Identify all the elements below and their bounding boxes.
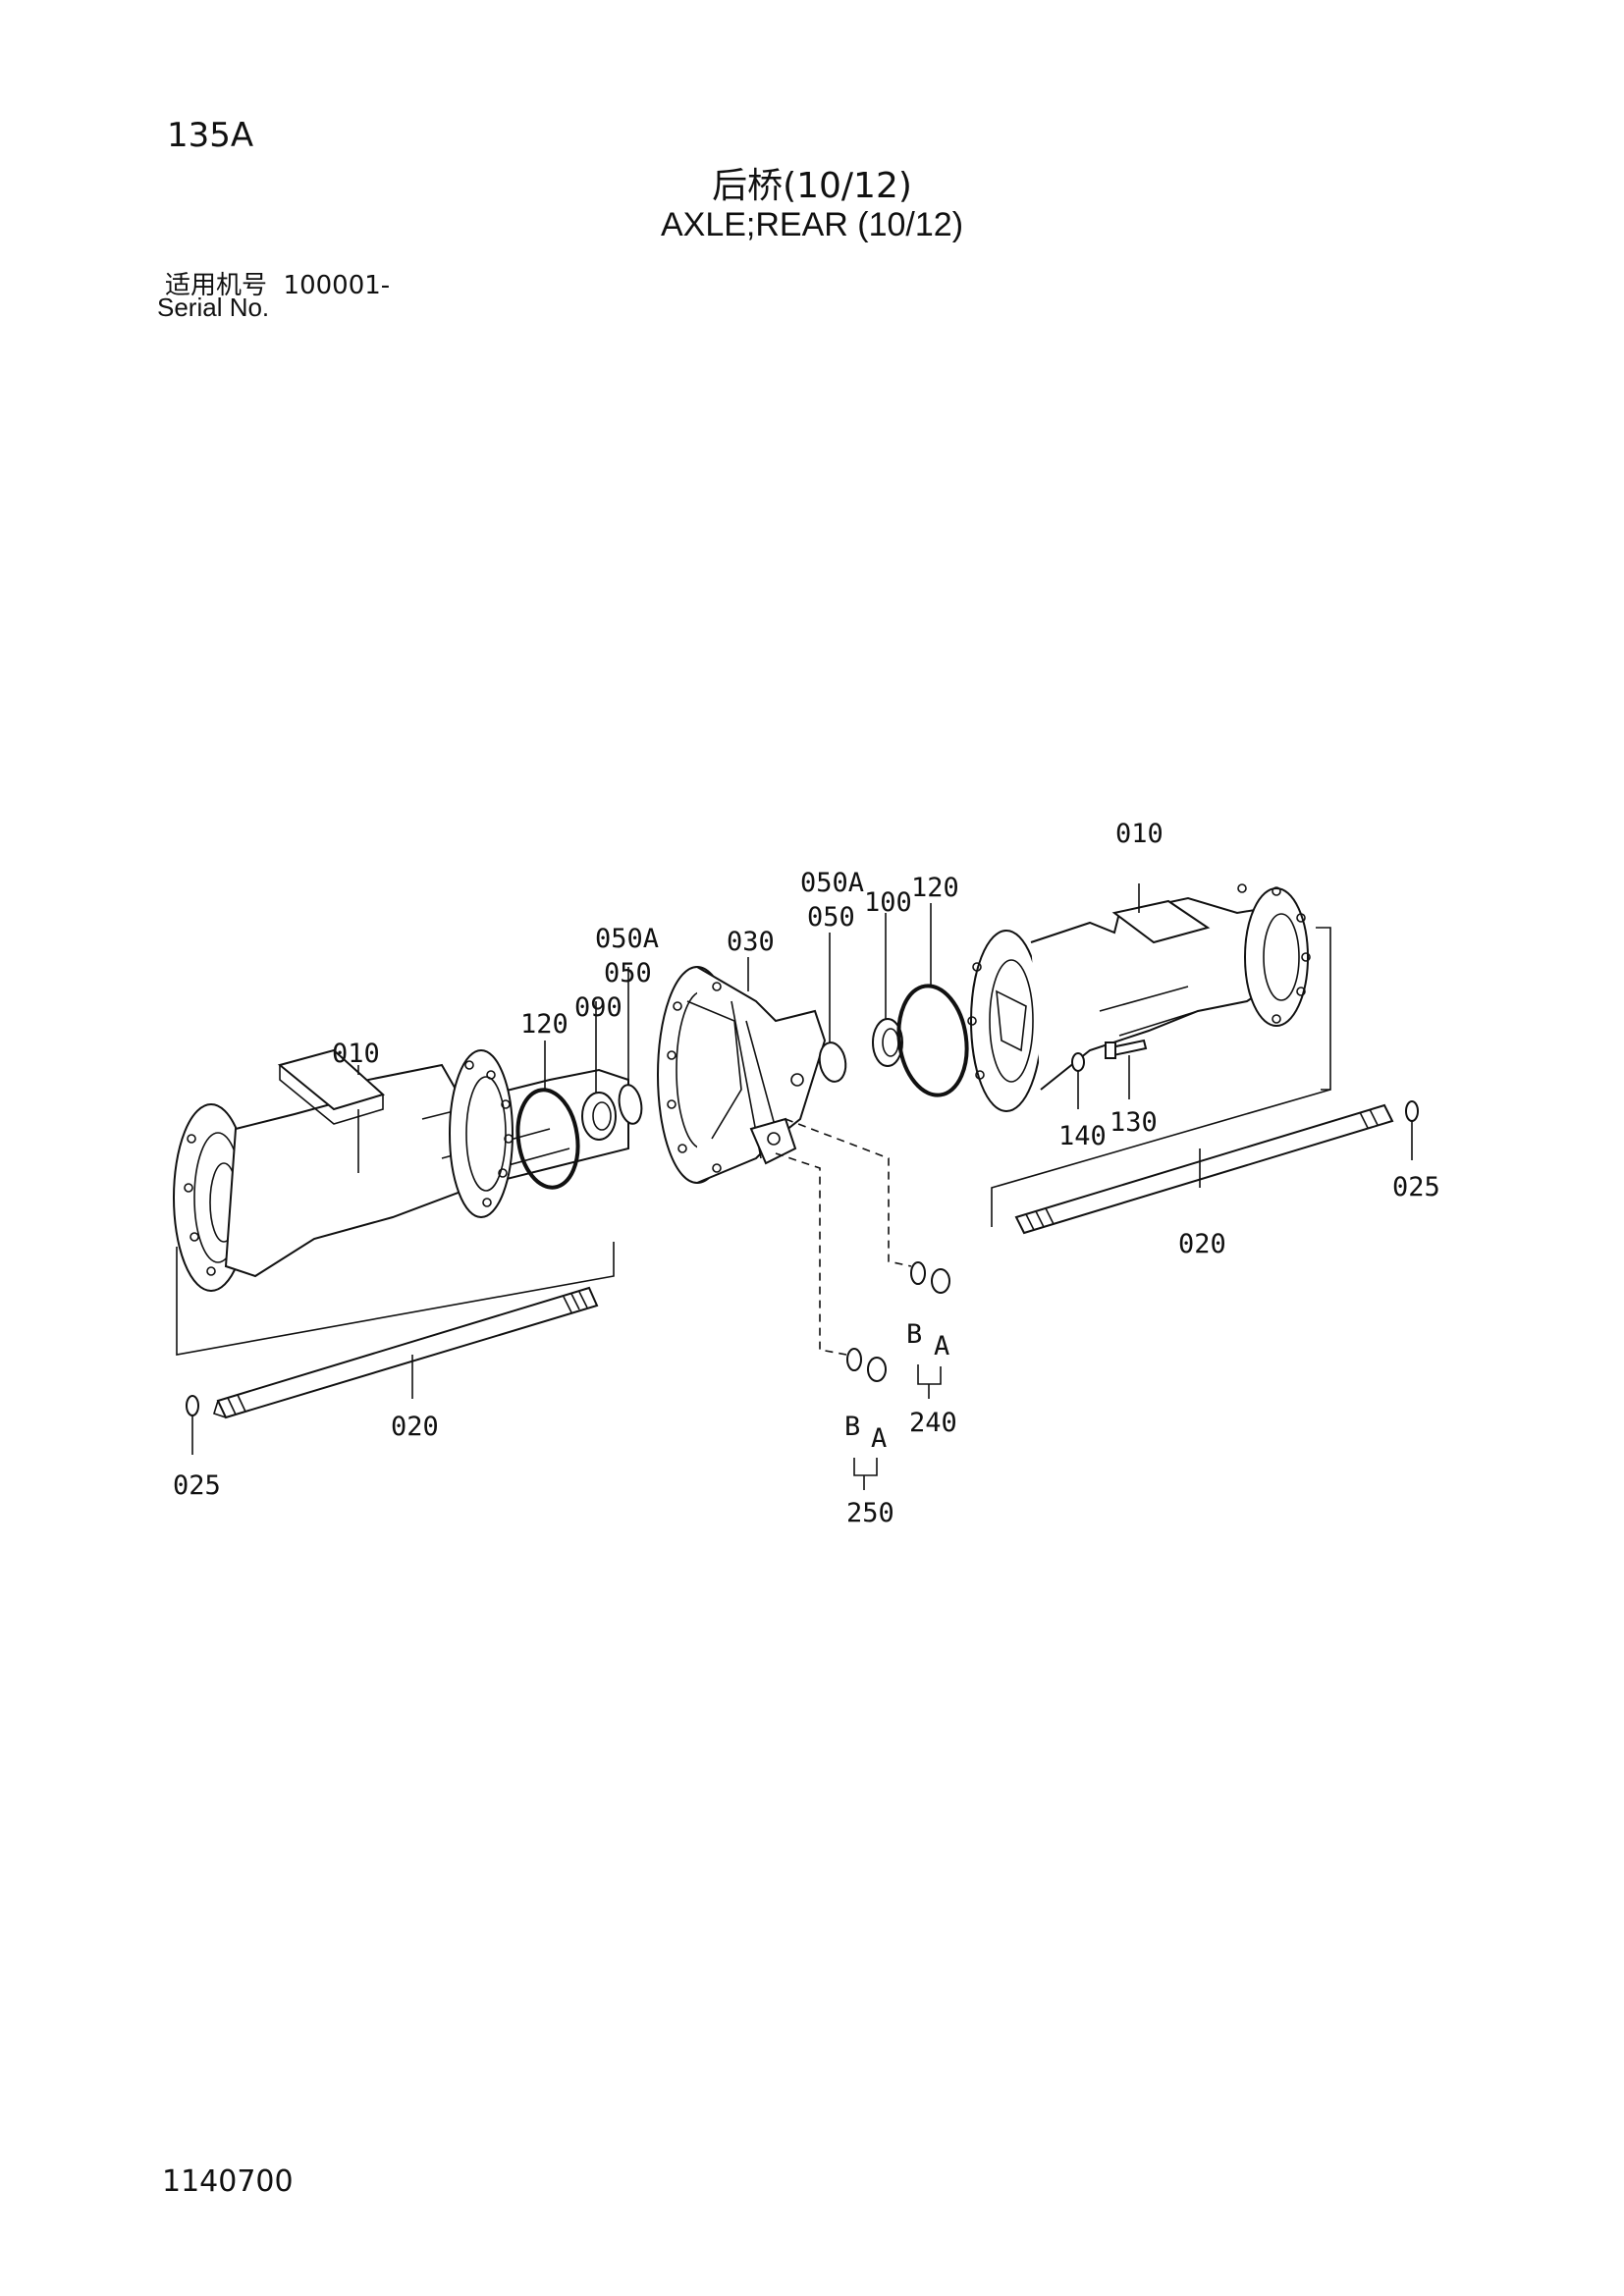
label-sub-a-240: A xyxy=(934,1331,949,1362)
leader-lines xyxy=(357,903,1201,1399)
label-right-oring: 120 xyxy=(911,873,959,903)
label-plug-240: 240 xyxy=(909,1408,957,1438)
label-pin: 140 xyxy=(1058,1121,1107,1151)
serial-label-chinese: 适用机号 xyxy=(165,271,268,300)
right-o-ring xyxy=(896,984,969,1097)
plug-240-a xyxy=(931,1268,950,1294)
right-bearing xyxy=(818,1041,847,1083)
label-seal-100: 100 xyxy=(864,887,912,918)
label-right-housing: 010 xyxy=(1115,819,1164,849)
label-bolt: 130 xyxy=(1110,1107,1158,1138)
label-right-washer: 025 xyxy=(1392,1172,1440,1202)
serial-value: 100001- xyxy=(283,271,391,300)
label-left-shaft: 020 xyxy=(391,1412,439,1442)
label-left-housing: 010 xyxy=(332,1039,380,1069)
label-left-washer: 025 xyxy=(173,1470,221,1501)
o-ring-240-b xyxy=(910,1261,926,1285)
serial-label-english: Serial No. xyxy=(157,293,270,322)
left-axle-housing xyxy=(173,1048,629,1356)
o-ring-250-b xyxy=(846,1348,862,1371)
left-axle-shaft xyxy=(213,1286,599,1419)
label-diff-case: 030 xyxy=(727,927,775,957)
pin-140 xyxy=(1071,1052,1085,1072)
title-english: AXLE;REAR (10/12) xyxy=(660,206,964,243)
label-sub-b-240: B xyxy=(906,1319,922,1350)
label-left-bearing: 050 xyxy=(604,958,652,988)
flange-bolt-holes xyxy=(184,1060,514,1276)
label-left-bearing-a: 050A xyxy=(595,924,659,954)
oil-seal-090 xyxy=(581,1092,617,1141)
label-left-oring: 120 xyxy=(520,1009,568,1040)
left-washer xyxy=(186,1395,199,1416)
label-sub-b-250: B xyxy=(844,1412,860,1442)
label-seal-090: 090 xyxy=(574,992,623,1023)
left-bearing xyxy=(618,1084,643,1125)
differential-case xyxy=(657,966,827,1184)
label-plug-250: 250 xyxy=(846,1498,894,1528)
label-right-bearing: 050 xyxy=(807,902,855,933)
left-o-ring xyxy=(515,1088,580,1190)
right-axle-shaft xyxy=(1014,1103,1394,1235)
page-code: 135A xyxy=(167,116,254,155)
serial-line-chinese: 适用机号 100001- xyxy=(165,265,390,301)
callout-labels: 010 020 025 120 090 050A 050 030 050A 05… xyxy=(173,819,1440,1528)
label-right-shaft: 020 xyxy=(1178,1229,1226,1259)
right-washer xyxy=(1405,1100,1419,1122)
label-sub-a-250: A xyxy=(871,1423,887,1454)
bolt-130 xyxy=(1105,1039,1148,1059)
document-number: 1140700 xyxy=(162,2164,294,2199)
title-chinese: 后桥(10/12) xyxy=(712,166,912,206)
plug-250-a xyxy=(867,1357,887,1382)
oil-seal-100 xyxy=(872,1018,903,1067)
label-right-bearing-a: 050A xyxy=(800,868,864,898)
right-axle-housing xyxy=(967,883,1331,1112)
